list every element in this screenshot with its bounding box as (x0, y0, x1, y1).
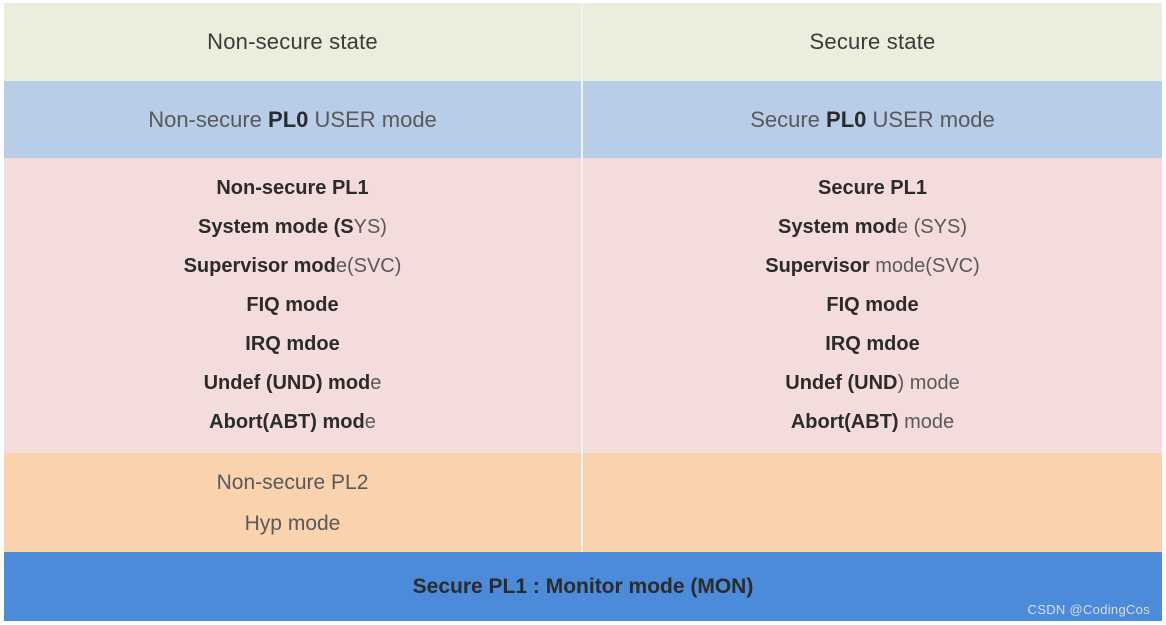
cell-non-secure-state: Non-secure state (4, 3, 583, 81)
pl1-line: Undef (UND) mode (785, 364, 959, 403)
pl0-prefix-right: Secure (750, 106, 827, 132)
pl1-line: Supervisor mode(SVC) (765, 247, 980, 286)
pl1-line-bold: Non-secure PL1 (216, 177, 369, 199)
pl0-bold-right: PL0 (826, 106, 867, 132)
cell-non-secure-pl1: Non-secure PL1 System mode (SYS) Supervi… (4, 158, 583, 453)
cell-secure-pl0: Secure PL0 USER mode (583, 81, 1162, 158)
pl1-line-bold: FIQ mode (246, 294, 339, 316)
pl1-line: Non-secure PL1 (216, 169, 368, 208)
non-secure-state-label: Non-secure state (207, 29, 378, 54)
pl1-line-normal: e (364, 411, 376, 433)
cell-secure-pl1: Secure PL1 System mode (SYS) Supervisor … (583, 158, 1162, 453)
cell-secure-pl2-empty (583, 453, 1162, 552)
pl0-suffix-right: USER mode (866, 106, 995, 132)
pl1-line-bold: Supervisor (765, 255, 870, 277)
pl1-line: IRQ mdoe (245, 325, 339, 364)
pl0-suffix-left: USER mode (308, 106, 437, 132)
pl1-line-normal: mode(SVC) (869, 255, 980, 277)
pl1-line: Supervisor mode(SVC) (184, 247, 402, 286)
pl1-line-bold: Undef (UND (785, 372, 898, 394)
pl1-line-normal: YS) (353, 216, 387, 238)
row-monitor-mode: Secure PL1 : Monitor mode (MON) CSDN @Co… (4, 552, 1162, 621)
non-secure-pl0-label: Non-secure PL0 USER mode (148, 107, 437, 133)
pl1-line-bold: System mod (778, 216, 897, 238)
pl1-line: Abort(ABT) mode (209, 403, 376, 442)
diagram-grid: Non-secure state Secure state Non-secure… (4, 3, 1162, 621)
pl1-line-normal: e (370, 372, 382, 394)
pl1-line-bold: Abort(ABT) (790, 411, 899, 433)
row-pl2: Non-secure PL2 Hyp mode (4, 453, 1162, 552)
secure-state-label: Secure state (809, 29, 936, 54)
monitor-mode-label: Secure PL1 : Monitor mode (MON) (412, 574, 754, 598)
watermark-credit: CSDN @CodingCos (1027, 602, 1150, 617)
pl0-bold-left: PL0 (268, 106, 309, 132)
secure-pl0-label: Secure PL0 USER mode (750, 107, 995, 133)
cell-monitor-mode: Secure PL1 : Monitor mode (MON) CSDN @Co… (4, 552, 1162, 621)
pl1-line: System mode (SYS) (198, 208, 387, 247)
cell-secure-state: Secure state (583, 3, 1162, 81)
pl1-line: FIQ mode (826, 286, 918, 325)
pl1-line-bold: FIQ mode (826, 294, 919, 316)
pl1-line-bold: IRQ mdoe (825, 333, 920, 355)
row-pl1: Non-secure PL1 System mode (SYS) Supervi… (4, 158, 1162, 453)
pl1-line-normal: ) mode (897, 372, 960, 394)
cell-non-secure-pl0: Non-secure PL0 USER mode (4, 81, 583, 158)
pl1-line: Secure PL1 (818, 169, 927, 208)
pl0-prefix-left: Non-secure (148, 106, 269, 132)
pl2-line: Hyp mode (244, 511, 341, 535)
pl1-line: IRQ mdoe (825, 325, 919, 364)
pl1-line: Undef (UND) mode (204, 364, 382, 403)
pl1-line-bold: Undef (UND) mod (203, 372, 371, 394)
pl1-line-bold: IRQ mdoe (245, 333, 340, 355)
pl2-line: Non-secure PL2 (216, 470, 369, 494)
row-security-state: Non-secure state Secure state (4, 3, 1162, 81)
pl1-line-normal: mode (898, 411, 955, 433)
pl1-line: FIQ mode (246, 286, 338, 325)
pl1-line-normal: e (SYS) (896, 216, 967, 238)
row-pl0: Non-secure PL0 USER mode Secure PL0 USER… (4, 81, 1162, 158)
pl1-line: System mode (SYS) (778, 208, 967, 247)
cell-non-secure-pl2: Non-secure PL2 Hyp mode (4, 453, 583, 552)
pl1-line-normal: e(SVC) (335, 255, 402, 277)
pl1-line-bold: Supervisor mod (183, 255, 336, 277)
pl1-line-bold: System mode (S (198, 216, 354, 238)
pl1-line-bold: Secure PL1 (818, 177, 927, 199)
pl1-line-bold: Abort(ABT) mod (209, 411, 365, 433)
pl1-line: Abort(ABT) mode (791, 403, 954, 442)
